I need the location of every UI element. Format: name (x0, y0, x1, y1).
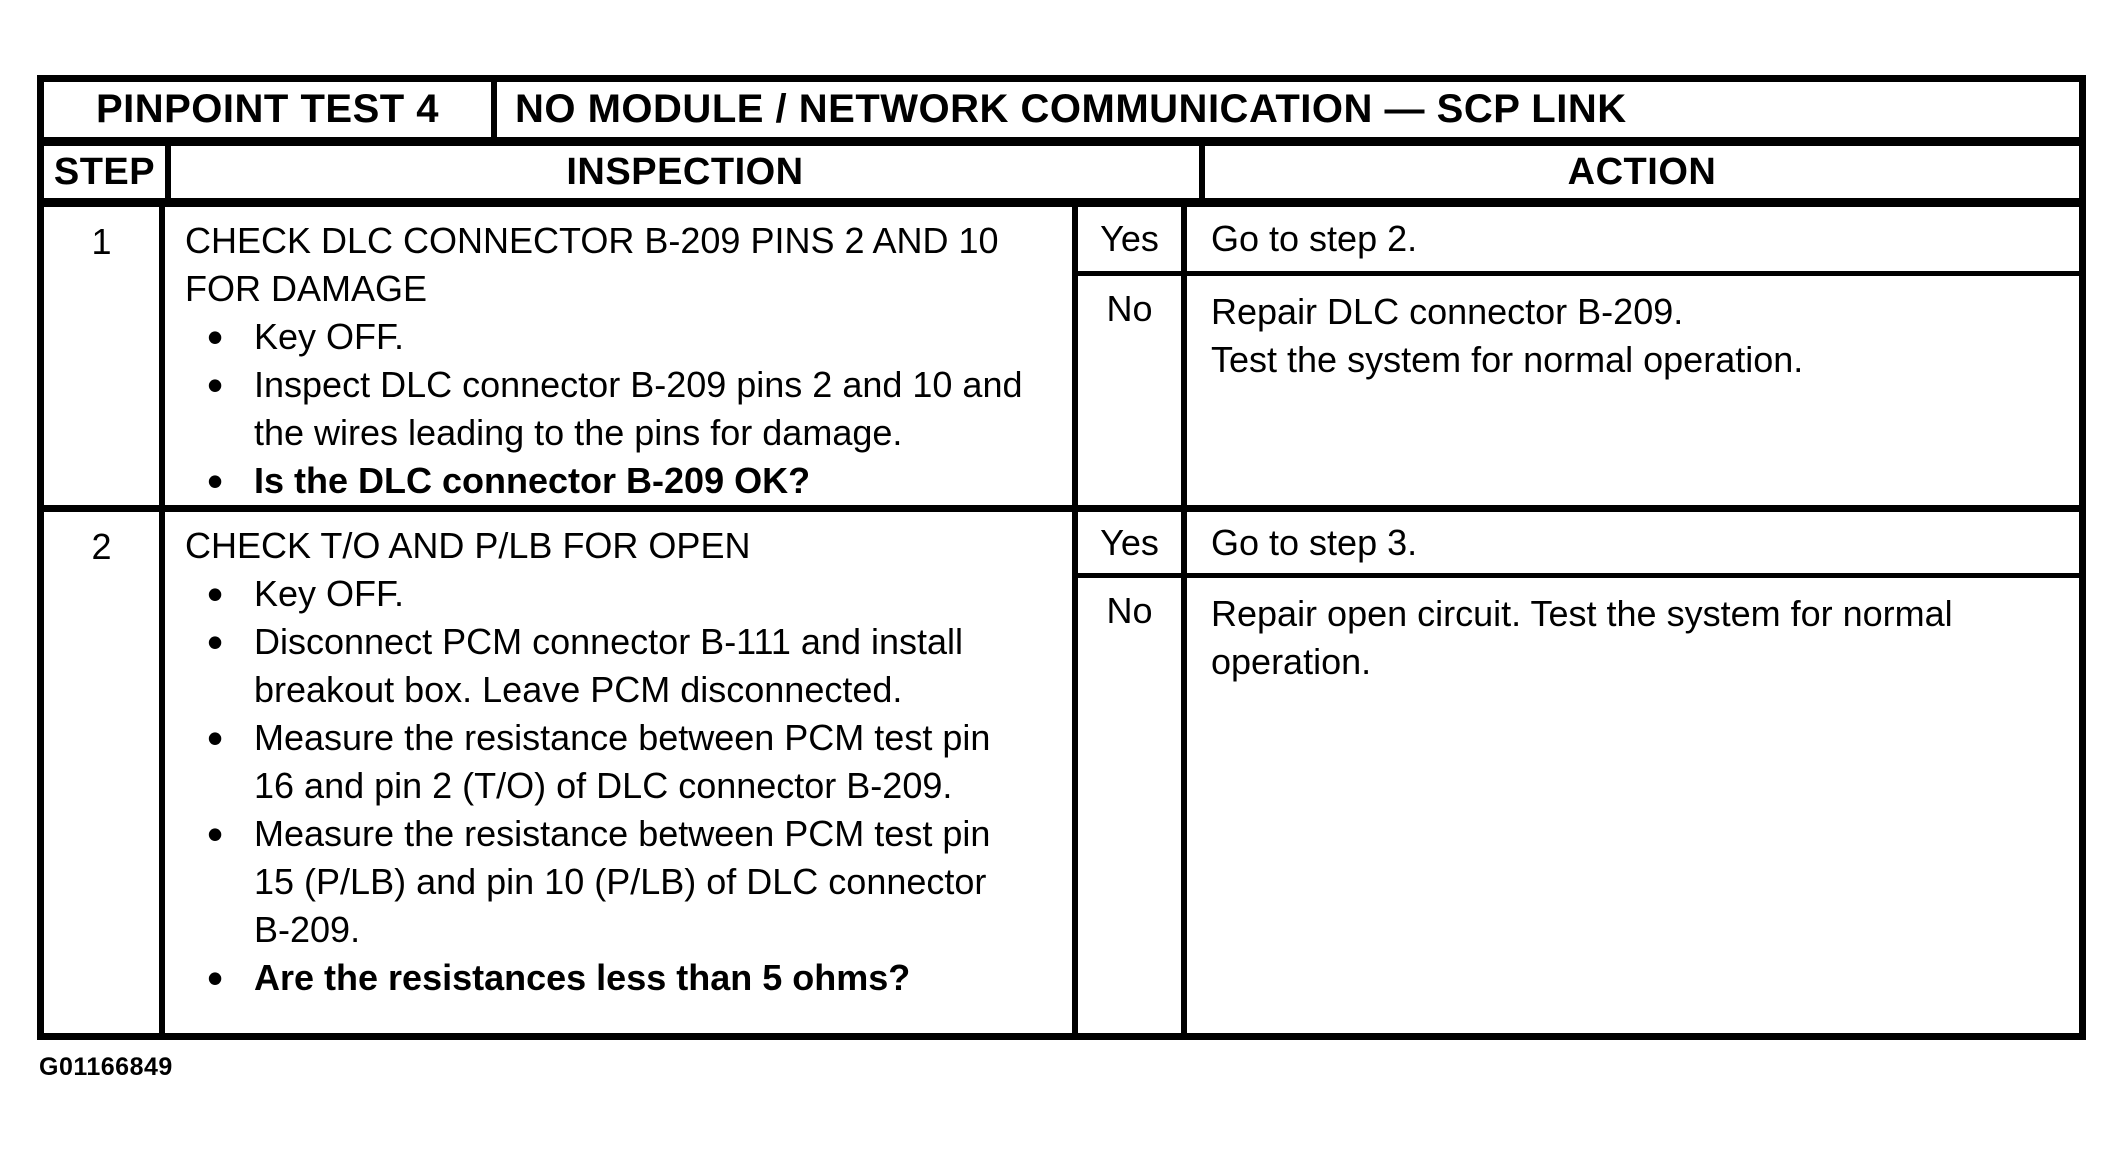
column-header-step: STEP (44, 146, 171, 198)
inspection-bullet: • Inspect DLC connector B-209 pins 2 and… (185, 361, 1056, 457)
bullet-text: Inspect DLC connector B-209 pins 2 and 1… (254, 364, 1023, 453)
column-header-row: STEP INSPECTION ACTION (44, 146, 2079, 207)
bullet-icon: • (207, 712, 224, 764)
step-row-2: 2 CHECK T/O AND P/LB FOR OPEN • Key OFF.… (44, 512, 2079, 1033)
bullet-icon: • (207, 616, 224, 668)
inspection-bullet: • Key OFF. (185, 570, 1056, 618)
bullet-icon: • (207, 455, 224, 505)
no-action-cell: Repair DLC connector B-209. Test the sys… (1187, 276, 2079, 505)
inspection-cell: CHECK T/O AND P/LB FOR OPEN • Key OFF. •… (165, 512, 1078, 1033)
column-header-action: ACTION (1567, 150, 1717, 193)
bullet-icon: • (207, 311, 224, 363)
bullet-icon: • (207, 952, 224, 1004)
no-subrow: No Repair DLC connector B-209. Test the … (1078, 276, 2079, 505)
inspection-cell: CHECK DLC CONNECTOR B-209 PINS 2 AND 10 … (165, 207, 1078, 505)
figure-id: G01166849 (39, 1053, 173, 1081)
step-row-1: 1 CHECK DLC CONNECTOR B-209 PINS 2 AND 1… (44, 207, 2079, 512)
inspection-title: CHECK DLC CONNECTOR B-209 PINS 2 AND 10 … (185, 220, 999, 309)
yes-action-cell: Go to step 3. (1211, 521, 1418, 563)
table-title-row: PINPOINT TEST 4 NO MODULE / NETWORK COMM… (44, 82, 2079, 146)
inspection-bullet: • Are the resistances less than 5 ohms? (185, 954, 1056, 1002)
bullet-question-text: Is the DLC connector B-209 OK? (254, 460, 811, 501)
inspection-bullet: • Key OFF. (185, 313, 1056, 361)
yes-subrow: Yes Go to step 3. (1078, 512, 2079, 578)
step-number: 1 (44, 207, 165, 505)
inspection-bullet: • Is the DLC connector B-209 OK? (185, 457, 1056, 505)
no-action-line: Repair open circuit. Test the system for… (1211, 593, 1953, 682)
bullet-text: Key OFF. (254, 316, 405, 357)
inspection-title: CHECK T/O AND P/LB FOR OPEN (185, 525, 751, 566)
bullet-text: Disconnect PCM connector B-111 and insta… (254, 621, 964, 710)
yes-action-cell: Go to step 2. (1211, 218, 1418, 259)
inspection-bullet: • Disconnect PCM connector B-111 and ins… (185, 618, 1056, 714)
bullet-text: Key OFF. (254, 573, 405, 614)
no-action-line: Repair DLC connector B-209. (1211, 291, 1684, 332)
bullet-question-text: Are the resistances less than 5 ohms? (254, 957, 911, 998)
bullet-text: Measure the resistance between PCM test … (254, 717, 991, 806)
bullet-text: Measure the resistance between PCM test … (254, 813, 991, 950)
inspection-bullet: • Measure the resistance between PCM tes… (185, 714, 1056, 810)
no-label: No (1078, 276, 1187, 505)
bullet-icon: • (207, 808, 224, 860)
result-columns: Yes Go to step 2. No Repair DLC connecto… (1078, 207, 2079, 505)
column-header-inspection: INSPECTION (171, 146, 1205, 198)
no-subrow: No Repair open circuit. Test the system … (1078, 578, 2079, 1033)
bullet-icon: • (207, 568, 224, 620)
yes-label: Yes (1078, 512, 1187, 573)
yes-subrow: Yes Go to step 2. (1078, 207, 2079, 276)
inspection-bullet: • Measure the resistance between PCM tes… (185, 810, 1056, 954)
pinpoint-test-title: NO MODULE / NETWORK COMMUNICATION — SCP … (515, 87, 1627, 131)
bullet-icon: • (207, 359, 224, 411)
no-action-line: Test the system for normal operation. (1211, 339, 1804, 380)
step-number: 2 (44, 512, 165, 1033)
pinpoint-test-label: PINPOINT TEST 4 (44, 82, 497, 137)
yes-label: Yes (1078, 207, 1187, 271)
no-label: No (1078, 578, 1187, 1033)
result-columns: Yes Go to step 3. No Repair open circuit… (1078, 512, 2079, 1033)
pinpoint-test-table: PINPOINT TEST 4 NO MODULE / NETWORK COMM… (37, 75, 2086, 1040)
no-action-cell: Repair open circuit. Test the system for… (1187, 578, 2079, 1033)
